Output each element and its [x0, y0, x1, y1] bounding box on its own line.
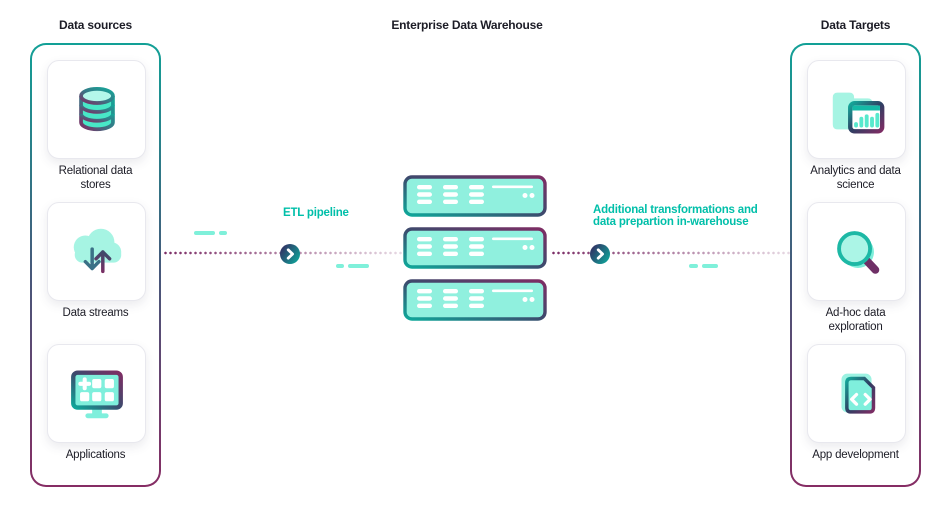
- targets-panel: Analytics and data science Ad-hoc data e…: [790, 43, 921, 487]
- flow-dash: [348, 264, 369, 268]
- source-label-streams: Data streams: [62, 307, 129, 319]
- warehouse-title: Enterprise Data Warehouse: [391, 18, 543, 32]
- etl-pipeline-label: ETL pipeline: [283, 207, 349, 219]
- sources-title: Data sources: [59, 18, 132, 32]
- targets-panel-body: Analytics and data science Ad-hoc data e…: [792, 45, 919, 485]
- warehouse-prep-label: Additional transformations and data prep…: [593, 204, 758, 229]
- flow-dash: [689, 264, 698, 268]
- server-rack-icon: [403, 175, 547, 217]
- cloud-sync-icon: [73, 228, 121, 273]
- analytics-folder-chart-icon: [832, 92, 884, 133]
- flow-dash: [702, 264, 718, 268]
- code-document-icon: [841, 373, 875, 414]
- database-icon: [78, 86, 115, 131]
- source-label-relational: Relational data stores: [58, 165, 133, 191]
- server-rack-icon: [403, 227, 547, 269]
- target-card-adhoc: [807, 202, 906, 301]
- target-label-analytics: Analytics and data science: [810, 165, 901, 191]
- applications-monitor-icon: [70, 370, 123, 418]
- target-label-appdev: App development: [812, 449, 899, 461]
- source-card-relational: [47, 60, 146, 159]
- flow-dash: [194, 231, 215, 235]
- source-card-streams: [47, 202, 146, 301]
- source-card-applications: [47, 344, 146, 443]
- chevron-right-circle-icon: [279, 243, 301, 265]
- chevron-right-circle-icon: [589, 243, 611, 265]
- server-rack-icon: [403, 279, 547, 321]
- sources-panel-body: Relational data stores Data streams: [32, 45, 159, 485]
- flow-dash: [219, 231, 227, 235]
- flow-dotted-line-right: [551, 251, 791, 255]
- magnifier-icon: [836, 230, 879, 274]
- target-card-appdev: [807, 344, 906, 443]
- flow-dash: [336, 264, 344, 268]
- target-card-analytics: [807, 60, 906, 159]
- sources-panel: Relational data stores Data streams: [30, 43, 161, 487]
- source-label-applications: Applications: [65, 449, 126, 461]
- targets-title: Data Targets: [820, 18, 891, 32]
- target-label-adhoc: Ad-hoc data exploration: [825, 307, 886, 333]
